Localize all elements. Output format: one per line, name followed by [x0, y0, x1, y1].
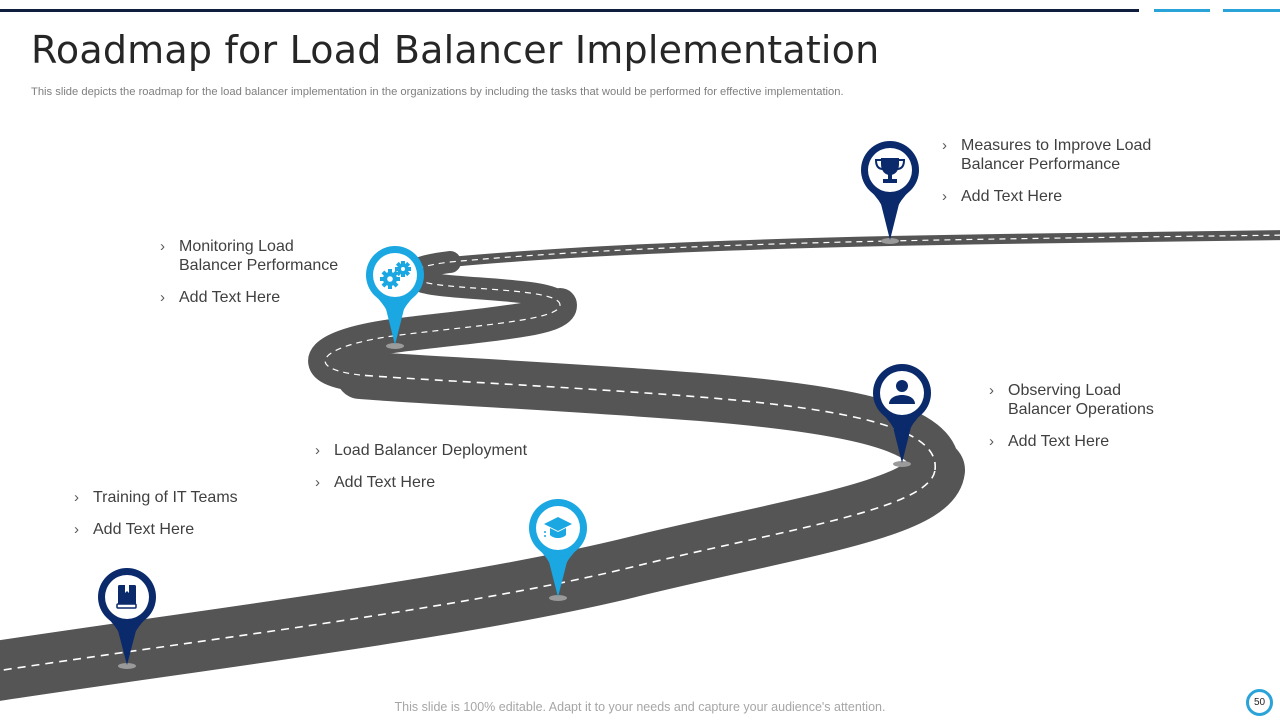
book-icon: [116, 585, 137, 609]
milestone-pin-measures: [861, 141, 919, 244]
chevron-right-icon: ›: [942, 137, 947, 154]
road-body: [0, 230, 1280, 701]
chevron-right-icon: ›: [315, 442, 320, 459]
bullet-item: › Add Text Here: [160, 288, 338, 307]
footer-note: This slide is 100% editable. Adapt it to…: [394, 700, 886, 714]
milestone-text-deployment: › Load Balancer Deployment › Add Text Here: [315, 441, 527, 505]
pin-tail: [879, 196, 901, 240]
pin-tail: [547, 554, 569, 597]
chevron-right-icon: ›: [989, 382, 994, 399]
milestone-pin-monitoring: [366, 246, 424, 349]
pin-tail: [116, 623, 138, 665]
chevron-right-icon: ›: [74, 521, 79, 538]
milestone-title-line2: Balancer Performance: [179, 257, 339, 274]
milestone-title: Load Balancer Deployment: [334, 442, 528, 459]
road-centerline: [410, 261, 561, 306]
milestone-detail: Add Text Here: [961, 188, 1063, 205]
bullet-item: › Load Balancer Deployment: [315, 441, 527, 460]
trophy-icon: [874, 158, 906, 183]
pin-shadow: [386, 343, 404, 349]
bullet-item: › Add Text Here: [315, 473, 527, 492]
slide-subtitle: This slide depicts the roadmap for the l…: [31, 86, 844, 98]
milestone-detail: Add Text Here: [93, 521, 195, 538]
milestone-title: Training of IT Teams: [93, 489, 238, 506]
user-icon: [889, 380, 915, 404]
bullet-item: › Add Text Here: [989, 432, 1154, 451]
pin-inner: [880, 371, 924, 415]
bullet-item: › Training of IT Teams: [74, 488, 238, 507]
graduation-cap-icon: [544, 517, 572, 538]
milestone-detail: Add Text Here: [1008, 433, 1110, 450]
pin-shadow: [893, 461, 911, 467]
chevron-right-icon: ›: [160, 289, 165, 306]
chevron-right-icon: ›: [942, 188, 947, 205]
pin-tail: [891, 419, 913, 463]
bullet-item: › Add Text Here: [942, 187, 1151, 206]
milestone-title-line2: Balancer Performance: [961, 156, 1121, 173]
milestone-pins: [98, 141, 931, 669]
chevron-right-icon: ›: [74, 489, 79, 506]
top-bar-accent: [1154, 9, 1210, 12]
pin-shadow: [118, 663, 136, 669]
milestone-detail: Add Text Here: [179, 289, 281, 306]
chevron-right-icon: ›: [989, 433, 994, 450]
road-centerline: [449, 234, 1280, 263]
chevron-right-icon: ›: [315, 474, 320, 491]
milestone-title: Monitoring Load: [179, 238, 294, 255]
road-centerline: [324, 304, 561, 376]
road-segment: [445, 230, 1280, 267]
road-segment: [400, 251, 571, 316]
bullet-item: › Add Text Here: [74, 520, 238, 539]
top-bar-accent: [1223, 9, 1280, 12]
milestone-pin-training: [98, 568, 156, 669]
pin-tail: [384, 301, 406, 345]
top-bar: [0, 9, 1139, 12]
milestone-title: Measures to Improve Load: [961, 137, 1152, 154]
slide-title: Roadmap for Load Balancer Implementation: [31, 28, 880, 72]
milestone-detail: Add Text Here: [334, 474, 436, 491]
gears-icon: [380, 261, 411, 289]
pin-shadow: [549, 595, 567, 601]
milestone-pin-deployment: [529, 499, 587, 601]
chevron-right-icon: ›: [160, 238, 165, 255]
milestone-title-line2: Balancer Operations: [1008, 401, 1154, 418]
milestone-title: Observing Load: [1008, 382, 1121, 399]
road-centerline: [359, 374, 936, 471]
page-number: 50: [1246, 689, 1273, 716]
road-centerline: [0, 469, 936, 672]
milestone-text-training: › Training of IT Teams › Add Text Here: [74, 488, 238, 552]
pin-shadow: [881, 238, 899, 244]
milestone-pin-observing: [873, 364, 931, 467]
